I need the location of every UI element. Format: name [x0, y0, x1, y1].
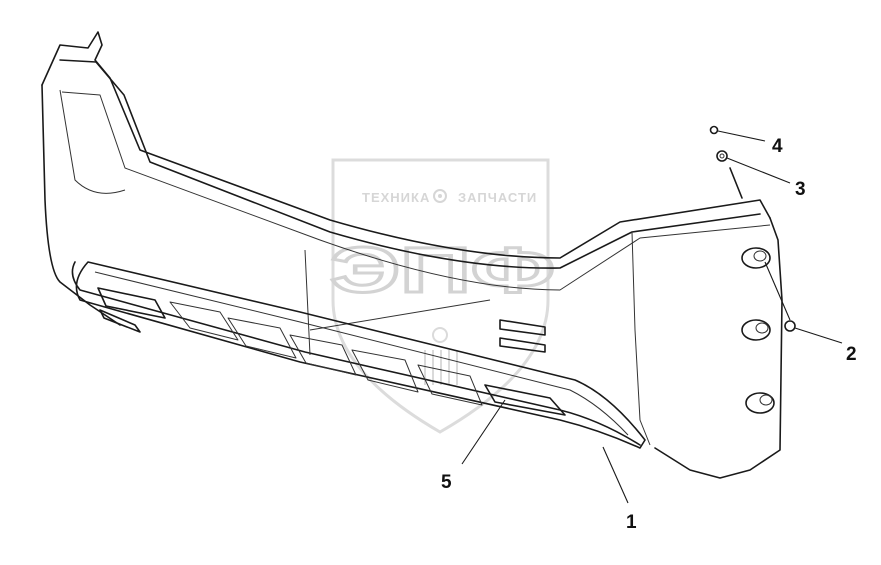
leader-2b — [794, 327, 843, 344]
bumper-right-end-inner — [631, 231, 651, 446]
callout-4: 4 — [772, 136, 783, 157]
skid-plate-right-slot — [484, 384, 566, 416]
watermark-logo: ЭПФ — [330, 234, 555, 306]
reflector-middle — [741, 319, 771, 341]
bracket-part-3 — [729, 167, 743, 199]
leader-5 — [461, 399, 506, 465]
callout-labels: 1 2 3 4 5 — [441, 136, 857, 533]
reflector-mounts — [741, 247, 775, 414]
skid-plate-ribs — [169, 301, 483, 406]
leader-2 — [764, 261, 791, 321]
bumper-cover — [41, 31, 783, 479]
watermark-text-right: ЗАПЧАСТИ — [458, 190, 537, 205]
callout-1: 1 — [626, 512, 637, 533]
callout-2: 2 — [846, 344, 857, 365]
watermark-shield — [331, 158, 550, 434]
bumper-left-face-line — [59, 89, 126, 194]
bumper-top-surface-line — [61, 91, 771, 291]
skid-plate — [75, 261, 646, 449]
bumper-left-side — [41, 84, 121, 326]
gear-icon — [433, 189, 447, 203]
bumper-top-edge — [41, 31, 771, 259]
watermark-text-left: ТЕХНИКА — [362, 190, 430, 205]
bumper-right-end — [654, 217, 783, 479]
watermark-emblem — [424, 327, 458, 385]
leader-4 — [717, 130, 766, 142]
leader-lines — [461, 130, 843, 504]
nut-part-4 — [709, 125, 719, 135]
fasteners — [709, 125, 796, 332]
washer-part-3 — [716, 150, 728, 162]
callout-5: 5 — [441, 472, 452, 493]
center-vent-lower — [499, 337, 546, 353]
reflector-upper — [741, 247, 771, 269]
skid-plate-inner-line — [94, 271, 629, 436]
skid-plate-outline — [75, 261, 646, 449]
leader-1 — [602, 446, 629, 504]
clip-part-2 — [784, 320, 796, 332]
watermark: ТЕХНИКА ЗАПЧАСТИ ЭПФ — [329, 158, 557, 434]
bumper-center-panel-line — [304, 249, 491, 356]
skid-plate-left-slot — [97, 287, 166, 319]
callout-3: 3 — [795, 179, 806, 200]
skid-plate-left-hook — [99, 309, 141, 333]
reflector-lower — [745, 392, 775, 414]
bumper-top-inner-edge — [59, 59, 761, 269]
leader-3 — [726, 157, 791, 184]
center-vent-upper — [499, 319, 546, 336]
